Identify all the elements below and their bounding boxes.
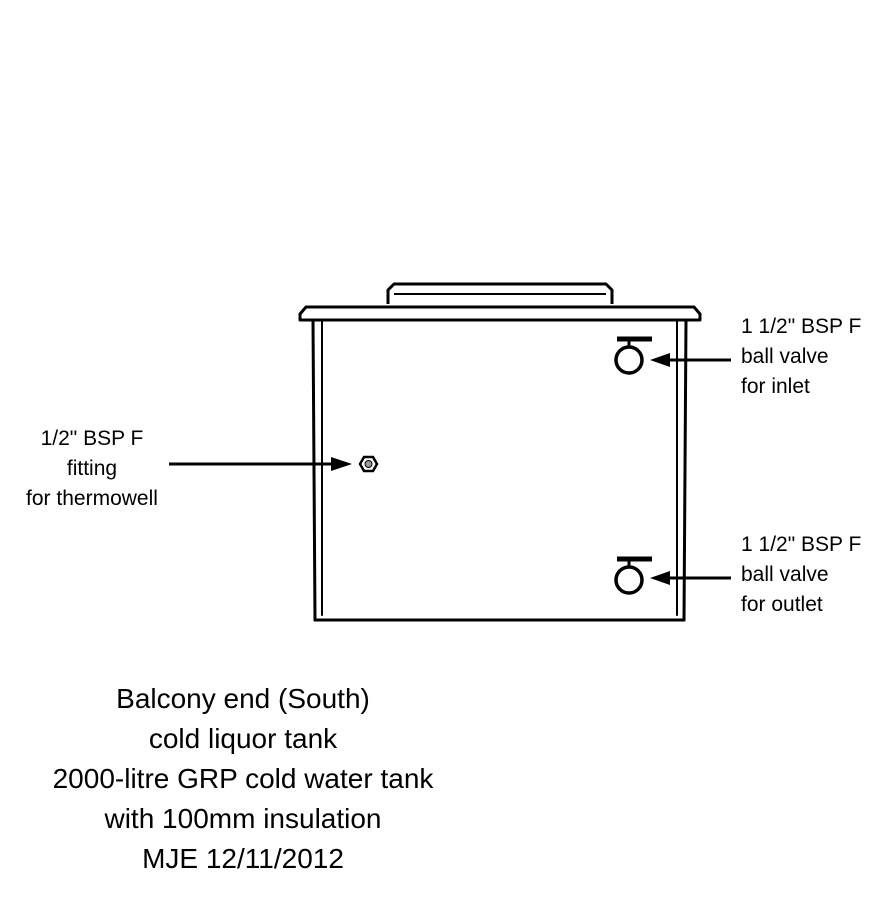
outlet-ball-valve-icon [614,556,652,595]
outlet-callout-line: ball valve [741,563,829,586]
inlet-leader-arrow [650,353,731,367]
thermowell-leader-arrow [169,457,352,471]
caption-line: 2000-litre GRP cold water tank [53,763,435,794]
thermowell-callout-line: 1/2" BSP F [41,427,144,450]
thermowell-callout-line: fitting [67,457,117,480]
inlet-callout-line: 1 1/2" BSP F [741,315,861,338]
caption-line: MJE 12/11/2012 [142,843,344,874]
outlet-callout-line: for outlet [741,593,823,616]
tank-rim [298,305,702,322]
caption-line: Balcony end (South) [116,683,370,714]
caption-line: cold liquor tank [149,723,338,754]
inlet-callout-line: ball valve [741,345,829,368]
outlet-callout-line: 1 1/2" BSP F [741,533,861,556]
tank-body [311,318,688,622]
thermowell-callout-line: for thermowell [26,487,158,510]
outlet-callout: 1 1/2" BSP F ball valve for outlet [741,533,861,616]
tank-lid [386,282,614,304]
thermowell-callout: 1/2" BSP F fitting for thermowell [26,427,158,510]
inlet-callout-line: for inlet [741,375,810,398]
inlet-ball-valve-icon [614,336,652,375]
drawing-caption: Balcony end (South) cold liquor tank 200… [53,683,435,874]
thermowell-fitting-icon [358,455,379,473]
caption-line: with 100mm insulation [103,803,381,834]
inlet-callout: 1 1/2" BSP F ball valve for inlet [741,315,861,398]
outlet-leader-arrow [650,571,731,585]
